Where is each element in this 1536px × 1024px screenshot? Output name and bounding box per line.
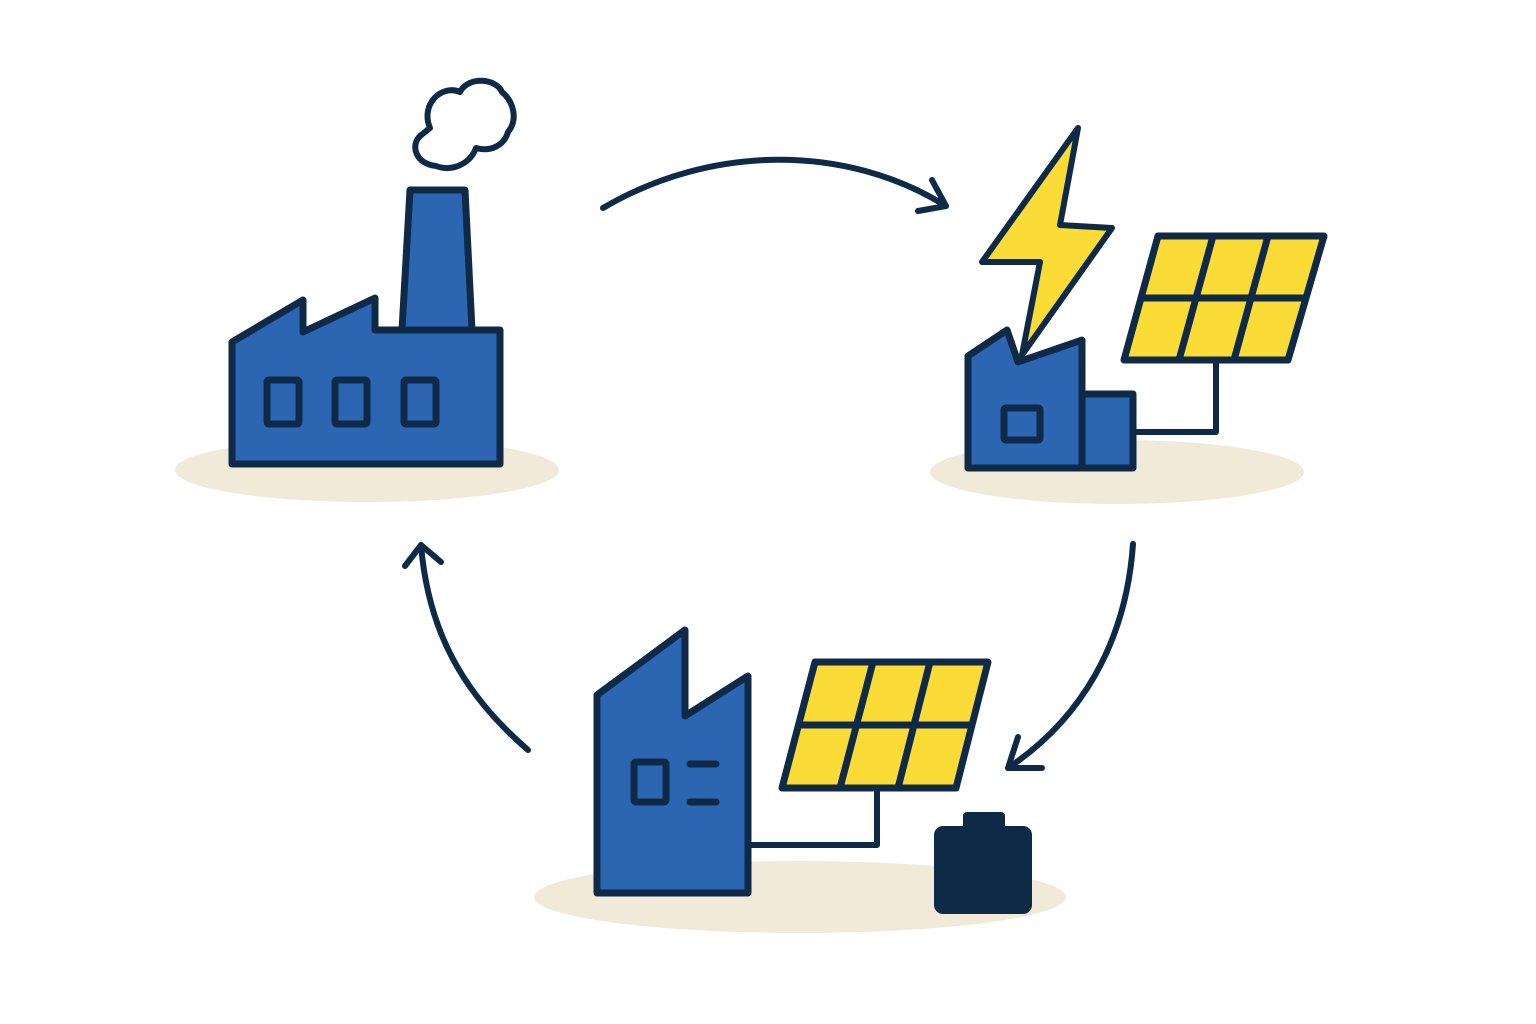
battery-icon	[934, 812, 1032, 914]
solar-panel-icon	[1120, 232, 1328, 364]
arrow-solar-plant-to-solar-battery	[1005, 541, 1136, 771]
factory-window-2	[331, 376, 371, 428]
building-panel-cable	[748, 790, 880, 848]
solar-plant-node	[930, 125, 1328, 504]
factory-with-smoke-icon	[228, 77, 517, 468]
chimney	[398, 186, 476, 334]
cycle-arrows	[402, 156, 1136, 771]
solar-panel-icon	[778, 658, 992, 792]
small-factory-body	[964, 326, 1137, 472]
arrowhead-icon	[1005, 734, 1045, 771]
tall-building-window	[630, 758, 670, 806]
arrow-solar-battery-to-factory	[402, 542, 531, 753]
smoke-cloud-icon	[412, 77, 517, 171]
factory-window-1	[263, 376, 303, 428]
solar-panel-cable	[1134, 360, 1219, 435]
factory-window-3	[400, 376, 440, 428]
lightning-bolt-icon	[979, 125, 1115, 358]
tall-building-vents	[686, 760, 720, 806]
small-factory-window	[1000, 404, 1044, 444]
factory-node	[175, 77, 559, 502]
solar-battery-node	[534, 626, 1066, 933]
arrow-factory-to-solar-plant	[600, 156, 949, 214]
small-factory-solar-lightning-icon	[964, 125, 1328, 472]
arrowhead-icon	[402, 542, 444, 569]
building-solar-battery-icon	[593, 626, 1032, 914]
tall-building-body	[593, 626, 752, 897]
arrowhead-icon	[915, 177, 949, 214]
